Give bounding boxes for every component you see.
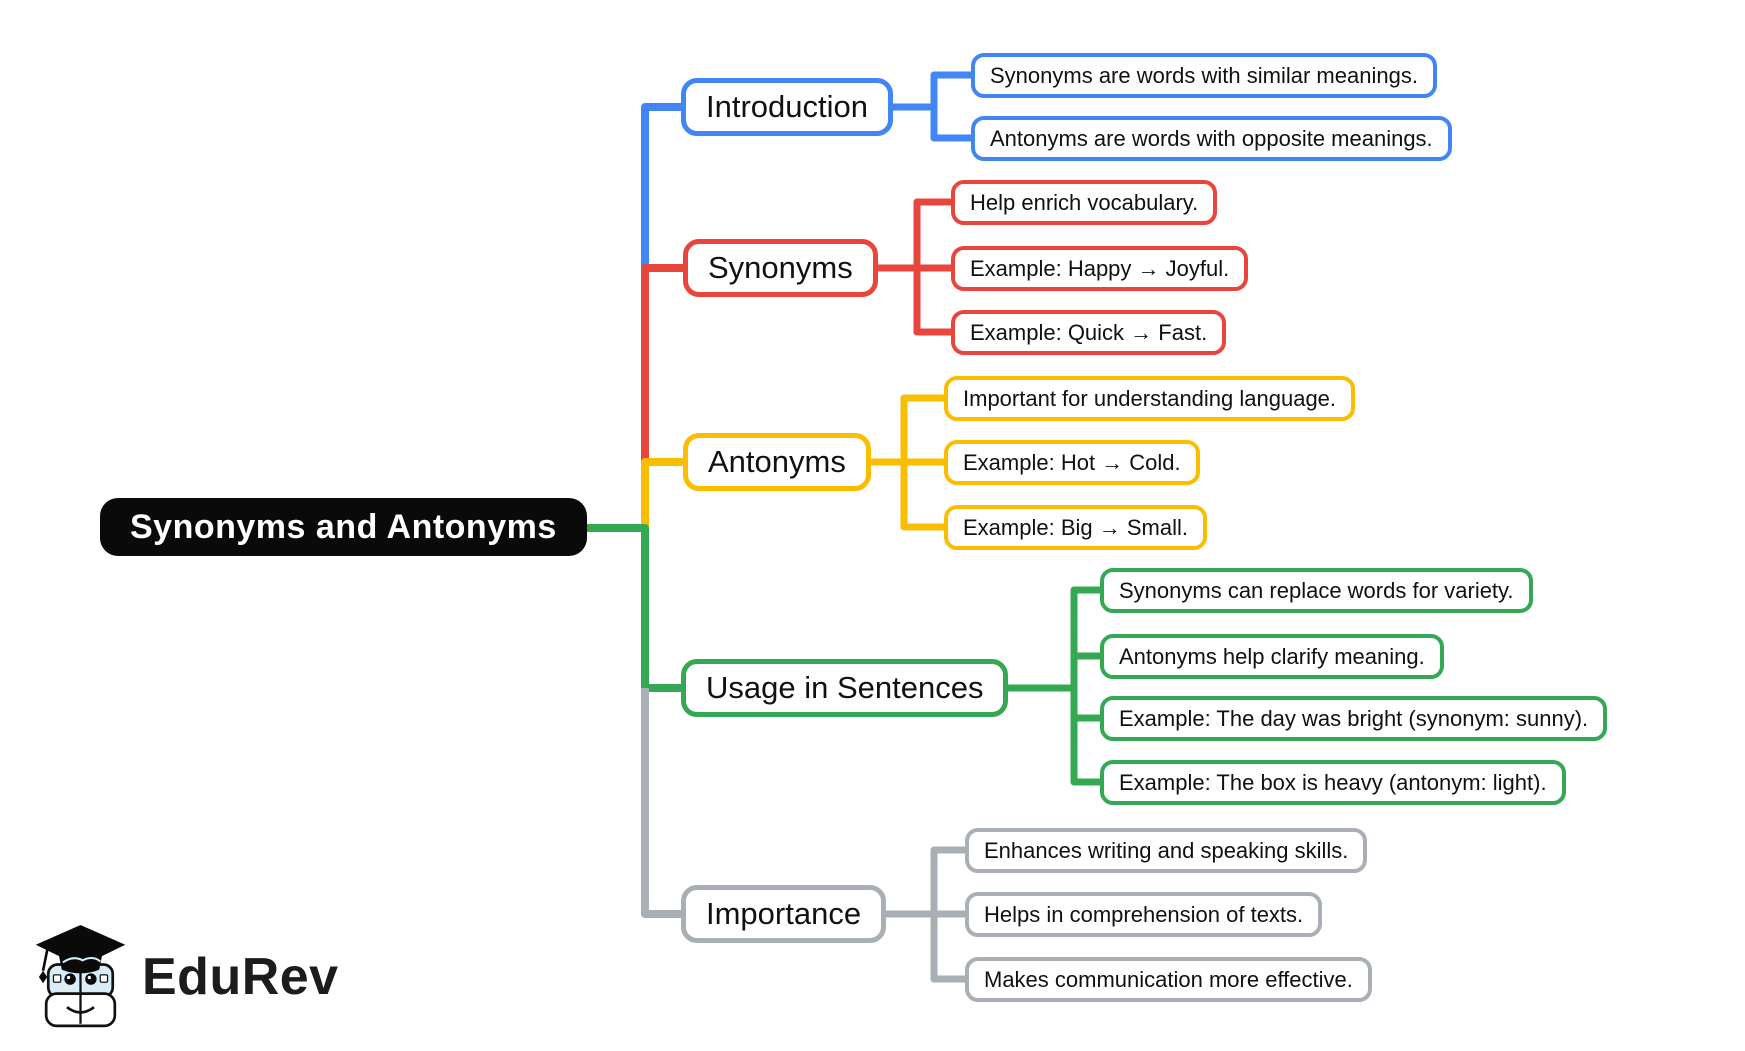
leaf-node: Example: Happy → Joyful. xyxy=(951,246,1249,291)
branch-node-introduction: Introduction xyxy=(681,78,893,136)
trunk-usage xyxy=(580,524,700,692)
edurev-logo: EduRev xyxy=(33,925,339,1029)
root-node: Synonyms and Antonyms xyxy=(100,498,587,556)
branch-node-usage-in-sentences: Usage in Sentences xyxy=(681,659,1009,717)
leaf-node: Makes communication more effective. xyxy=(965,957,1372,1002)
connector-usage-children xyxy=(990,586,1120,786)
leaf-node: Helps in comprehension of texts. xyxy=(965,892,1323,937)
branch-node-importance: Importance xyxy=(681,885,887,943)
leaf-node: Synonyms can replace words for variety. xyxy=(1100,568,1533,613)
branch-node-antonyms: Antonyms xyxy=(683,433,871,491)
leaf-node: Enhances writing and speaking skills. xyxy=(965,828,1368,873)
leaf-node: Example: Hot → Cold. xyxy=(944,440,1200,485)
leaf-node: Example: The box is heavy (antonym: ligh… xyxy=(1100,760,1566,805)
trunk-synonyms xyxy=(641,264,700,462)
trunk-importance xyxy=(641,688,700,918)
trunk-antonyms xyxy=(641,458,700,528)
leaf-node: Example: Quick → Fast. xyxy=(951,310,1227,355)
edurev-brand-text: EduRev xyxy=(142,948,339,1006)
leaf-node: Help enrich vocabulary. xyxy=(951,180,1218,225)
leaf-node: Synonyms are words with similar meanings… xyxy=(971,53,1437,98)
leaf-node: Antonyms are words with opposite meaning… xyxy=(971,116,1452,161)
leaf-node: Antonyms help clarify meaning. xyxy=(1100,634,1444,679)
leaf-node: Example: The day was bright (synonym: su… xyxy=(1100,696,1608,741)
edurev-mascot-icon xyxy=(35,925,126,1028)
branch-node-synonyms: Synonyms xyxy=(683,239,878,297)
leaf-node: Important for understanding language. xyxy=(944,376,1356,421)
leaf-node: Example: Big → Small. xyxy=(944,505,1207,550)
